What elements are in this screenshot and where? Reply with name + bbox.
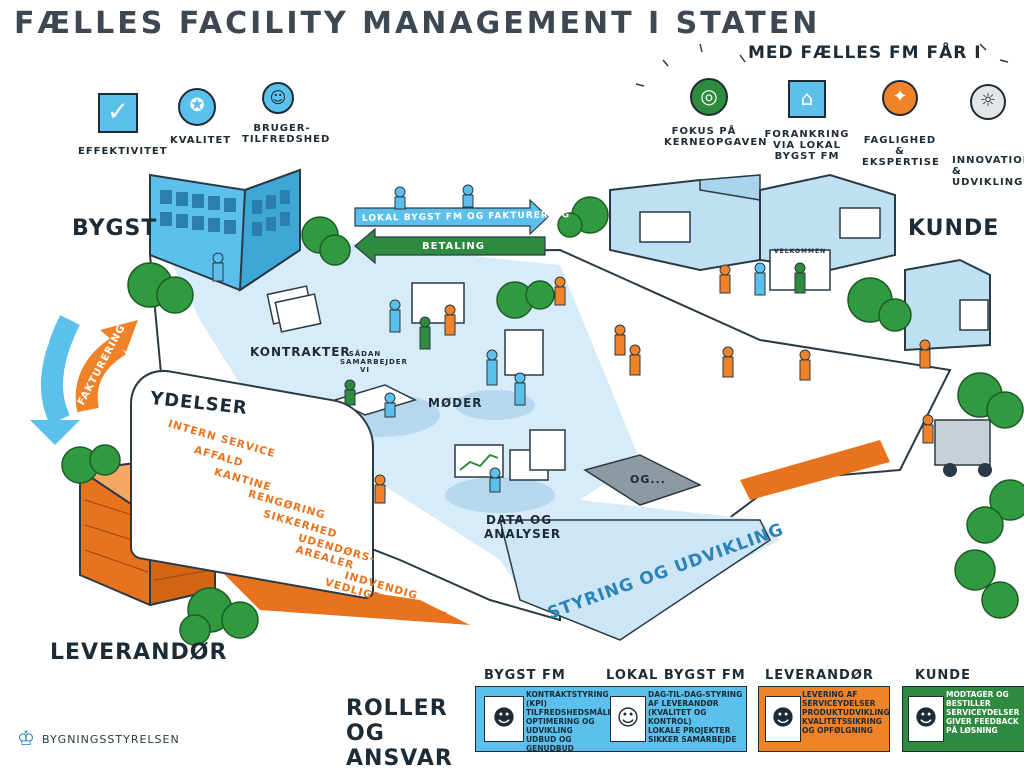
role-item: GIVER FEEDBACK PÅ LØSNING [946,717,1019,735]
role-item: MODTAGER OG BESTILLER SERVICEYDELSER [946,690,1020,717]
label-velkommen: VELKOMMEN [774,248,827,255]
role-item: SIKKER SAMARBEJDE [648,735,737,744]
role-item: OPTIMERING OG UDVIKLING [526,717,595,735]
quality-label-brugertilfredshed: BRUGER-TILFREDSHED [242,123,331,145]
group-icon: ☻ [908,696,944,742]
role-title-kunde: KUNDE [915,668,971,683]
role-item: LEVERING AF SERVICEYDELSER [802,690,876,708]
checkbox-icon: ✓ [98,93,138,133]
role-item: TILFREDSHEDSMÅLINGER [526,708,634,717]
role-list-lokal: DAG-TIL-DAG-STYRING AF LEVERANDØR (KVALI… [648,690,743,744]
benefit-label-innovation: INNOVATION & UDVIKLING [952,155,1024,188]
role-title-bygst-fm: BYGST FM [484,668,566,683]
roles-heading: ROLLER OG ANSVAR [346,696,453,771]
actor-label-bygst: BYGST [72,216,158,241]
label-og: OG... [630,473,666,486]
role-item: UDBUD OG GENUDBUD [526,735,574,753]
label-moder: MØDER [428,396,483,410]
role-item: PRODUKTUDVIKLING [802,708,890,717]
workers-icon: ☻ [765,696,801,742]
benefits-heading: MED FÆLLES FM FÅR I [748,43,982,63]
page-title: FÆLLES FACILITY MANAGEMENT I STATEN [14,6,821,41]
rosette-icon: ✪ [178,88,216,126]
quality-label-effektivitet: EFFEKTIVITET [78,146,168,157]
arrow-label-betaling-top: BETALING [422,241,485,252]
label-kontrakter: KONTRAKTER [250,345,351,359]
role-list-kunde: MODTAGER OG BESTILLER SERVICEYDELSER GIV… [946,690,1024,735]
juggler-icon: ✦ [882,80,918,116]
benefit-label-fokus: FOKUS PÅ KERNEOPGAVEN [664,126,768,148]
smiley-icon: ☺ [262,82,294,114]
role-list-bygst: KONTRAKTSTYRING (KPI) TILFREDSHEDSMÅLING… [526,690,634,753]
house-person-icon: ⌂ [788,80,826,118]
role-title-leverandor: LEVERANDØR [765,668,874,683]
benefit-label-faglighed: FAGLIGHED & EKSPERTISE [862,135,940,168]
target-icon: ◎ [690,78,728,116]
lightbulb-icon: ☼ [970,84,1006,120]
label-data: DATA OG ANALYSER [484,513,562,541]
role-item: DAG-TIL-DAG-STYRING AF LEVERANDØR (KVALI… [648,690,743,726]
role-item: KVALITETSSIKRING OG OPFØLGNING [802,717,882,735]
role-item: KONTRAKTSTYRING (KPI) [526,690,609,708]
actor-label-leverandor: LEVERANDØR [50,640,228,665]
role-item: LOKALE PROJEKTER [648,726,731,735]
quality-label-kvalitet: KVALITET [170,135,232,146]
label-samarbejde: SÅDAN SAMARBEJDER VI [340,350,408,374]
logo-text: BYGNINGSSTYRELSEN [42,733,180,746]
person-icon: ☺ [610,696,646,742]
crown-icon: ♔ [17,726,35,750]
role-title-lokal-bygst-fm: LOKAL BYGST FM [606,668,746,683]
benefit-label-forankring: FORANKRING VIA LOKAL BYGST FM [764,129,850,162]
people-icon: ☻ [484,696,524,742]
role-list-leverandor: LEVERING AF SERVICEYDELSER PRODUKTUDVIKL… [802,690,890,735]
actor-label-kunde: KUNDE [908,216,1000,241]
